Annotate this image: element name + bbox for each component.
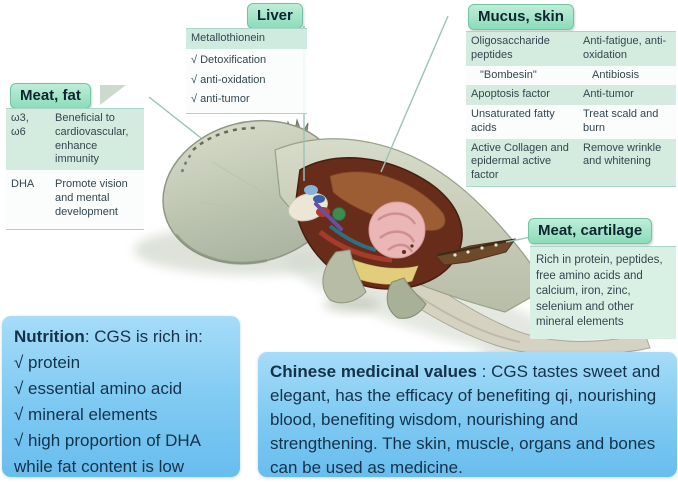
meat-cartilage-title: Meat, cartilage — [528, 218, 653, 244]
term: "Bombesin" — [480, 68, 537, 81]
mucus-skin-row: Apoptosis factor Anti-tumor — [466, 85, 676, 105]
desc: Antibiosis — [592, 68, 640, 81]
front-leg — [322, 249, 367, 304]
meat-cartilage-callout-header: Meat, cartilage — [528, 218, 653, 244]
medicinal-title: Chinese medicinal values — [270, 362, 477, 381]
meat-fat-row: DHA Promote vision and mental developmen… — [6, 170, 144, 229]
nutrition-item: while fat content is low — [14, 457, 185, 476]
liver-subtitle: Metallothionein — [186, 29, 307, 49]
hind-leg — [386, 277, 427, 319]
liver-item: √ anti-oxidation — [191, 73, 266, 86]
mucus-skin-title: Mucus, skin — [468, 4, 574, 30]
term: Unsaturated fatty acids — [471, 108, 555, 134]
tail-tip — [435, 238, 517, 266]
mucus-skin-callout-panel: Oligosaccharide peptides Anti-fatigue, a… — [466, 31, 676, 187]
term: DHA — [11, 178, 35, 190]
meat-cartilage-body: Rich in protein, peptides, free amino ac… — [536, 254, 663, 329]
term: Oligosaccharide peptides — [471, 35, 550, 61]
liver-item: √ Detoxification — [191, 53, 267, 66]
fold-corner — [100, 85, 126, 105]
meat-cartilage-leader-line — [505, 236, 532, 243]
nutrition-item: √ mineral elements — [14, 405, 158, 424]
mucus-skin-row: Active Collagen and epidermal active fac… — [466, 138, 676, 186]
mucus-skin-callout-header: Mucus, skin — [468, 4, 574, 30]
nutrition-title: Nutrition — [14, 327, 85, 346]
term: ω3, ω6 — [11, 112, 29, 138]
liver-title: Liver — [247, 3, 303, 29]
medicinal-body: : CGS tastes sweet and elegant, has the … — [270, 362, 661, 477]
desc: Beneficial to cardiovascular, enhance im… — [55, 112, 129, 166]
meat-fat-leader-line — [148, 96, 202, 139]
desc: Remove wrinkle and whitening — [583, 141, 662, 168]
desc: Anti-fatigue, anti-oxidation — [583, 35, 667, 61]
medicinal-box: Chinese medicinal values : CGS tastes sw… — [258, 352, 677, 477]
nutrition-item: √ essential amino acid — [14, 379, 183, 398]
desc: Anti-tumor — [583, 88, 634, 101]
nutrition-heading: Nutrition: CGS is rich in: — [14, 324, 228, 350]
liver-callout-panel: Metallothionein √ Detoxification √ anti-… — [186, 28, 307, 114]
mucus-skin-row: Unsaturated fatty acids Treat scald and … — [466, 105, 676, 139]
nutrition-intro: : CGS is rich in: — [84, 327, 203, 346]
term: Apoptosis factor — [471, 88, 550, 101]
term: Active Collagen and epidermal active fac… — [471, 141, 569, 182]
nutrition-box: Nutrition: CGS is rich in: √ protein √ e… — [2, 316, 240, 477]
meat-fat-title: Meat, fat — [10, 83, 91, 109]
meat-fat-callout-header: Meat, fat — [10, 83, 91, 109]
desc: Treat scald and burn — [583, 108, 659, 134]
meat-cartilage-callout-panel: Rich in protein, peptides, free amino ac… — [530, 246, 676, 339]
nutrition-item: √ protein — [14, 353, 81, 372]
mucus-skin-row: Oligosaccharide peptides Anti-fatigue, a… — [466, 32, 676, 66]
mucus-skin-row: "Bombesin" Antibiosis — [466, 66, 676, 86]
desc: Promote vision and mental development — [55, 178, 128, 218]
meat-fat-callout-panel: ω3, ω6 Beneficial to cardiovascular, enh… — [6, 108, 144, 231]
nutrition-item: √ high proportion of DHA — [14, 431, 201, 450]
liver-callout-header: Liver — [247, 3, 303, 29]
liver-item: √ anti-tumor — [191, 93, 250, 106]
body-cavity — [288, 157, 463, 290]
meat-fat-row: ω3, ω6 Beneficial to cardiovascular, enh… — [6, 109, 144, 170]
mucus-skin-leader-line — [380, 15, 449, 173]
